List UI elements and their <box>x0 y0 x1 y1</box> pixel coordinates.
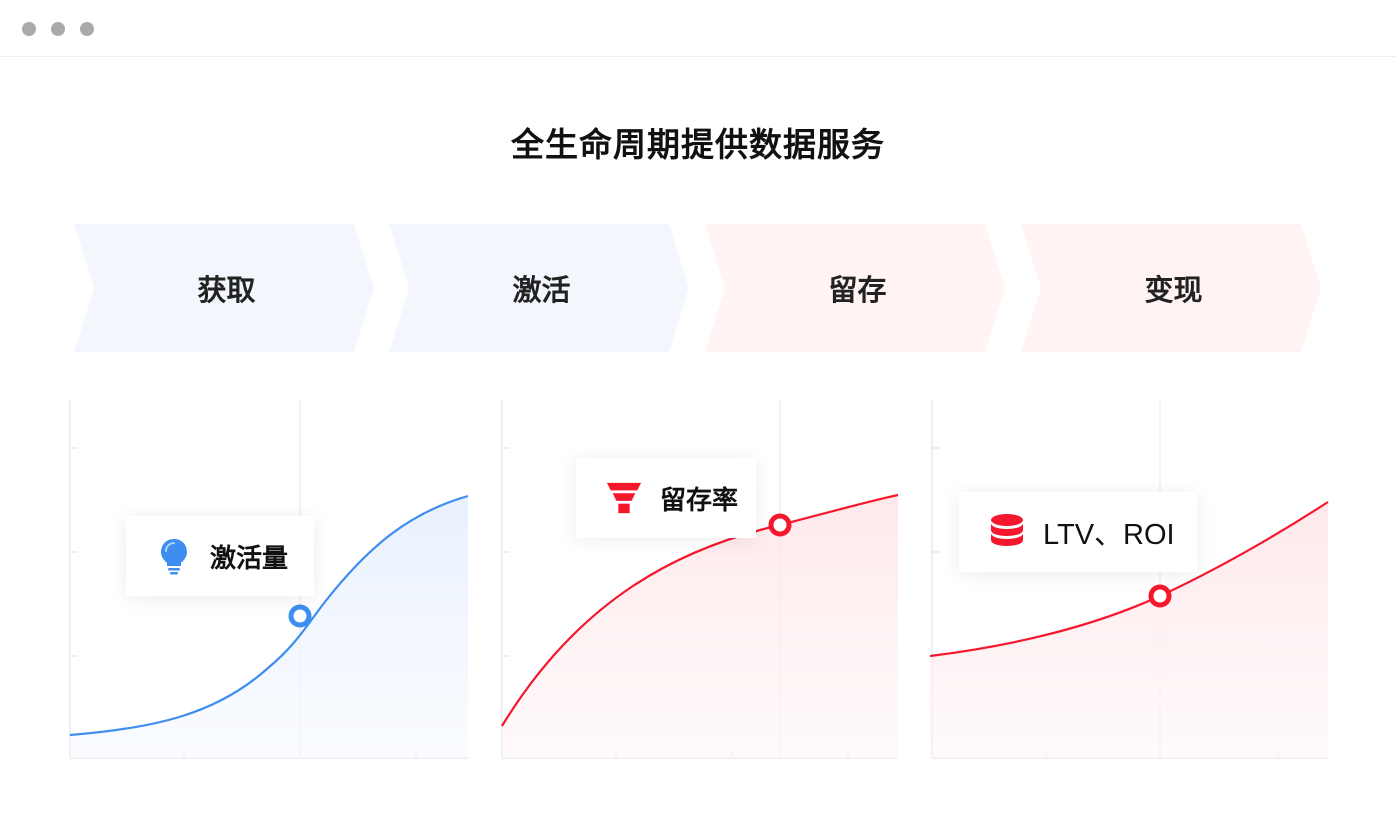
area-fill <box>502 495 898 758</box>
window-control-dot[interactable] <box>51 22 65 36</box>
chevron-shape <box>74 224 374 352</box>
retention-curve-chart <box>501 400 899 759</box>
callout-label: LTV、ROI <box>1043 519 1175 551</box>
activation-curve-line <box>69 494 468 737</box>
activation-callout: 激活量 <box>126 516 314 596</box>
ltv-roi-callout: LTV、ROI <box>959 492 1197 572</box>
stage-label: 留存 <box>828 273 887 307</box>
chevron-shape <box>389 224 689 352</box>
callout-label: 激活量 <box>210 543 289 574</box>
stage-label: 变现 <box>1144 273 1203 307</box>
stage-retain: 留存 <box>705 224 1005 352</box>
ltv-roi-curve-chart <box>930 400 1329 759</box>
stage-acquire: 获取 <box>74 224 374 352</box>
chevron-shape <box>705 224 1005 352</box>
stage-activate: 激活 <box>389 224 689 352</box>
stage-monetize: 变现 <box>1021 224 1321 352</box>
lightbulb-icon <box>156 536 192 576</box>
stage-label: 激活 <box>512 273 571 307</box>
highlight-point <box>1148 584 1172 608</box>
callout-label: 留存率 <box>660 485 739 516</box>
activation-curve-chart <box>69 400 468 759</box>
highlight-point <box>768 513 792 537</box>
funnel-icon <box>606 478 642 518</box>
page-title: 全生命周期提供数据服务 <box>511 125 885 164</box>
retention-curve-panel <box>500 398 900 762</box>
stage-label: 获取 <box>197 273 256 307</box>
window-control-dot[interactable] <box>80 22 94 36</box>
highlight-point <box>288 604 312 628</box>
database-icon <box>989 512 1025 552</box>
area-fill <box>930 502 1328 758</box>
activation-curve-panel <box>68 398 468 762</box>
retention-callout: 留存率 <box>576 458 756 538</box>
chevron-shape <box>1021 224 1321 352</box>
area-fill <box>70 496 468 758</box>
title-bar <box>0 0 1396 57</box>
window-control-dot[interactable] <box>22 22 36 36</box>
ltv-roi-curve-panel <box>930 398 1330 762</box>
